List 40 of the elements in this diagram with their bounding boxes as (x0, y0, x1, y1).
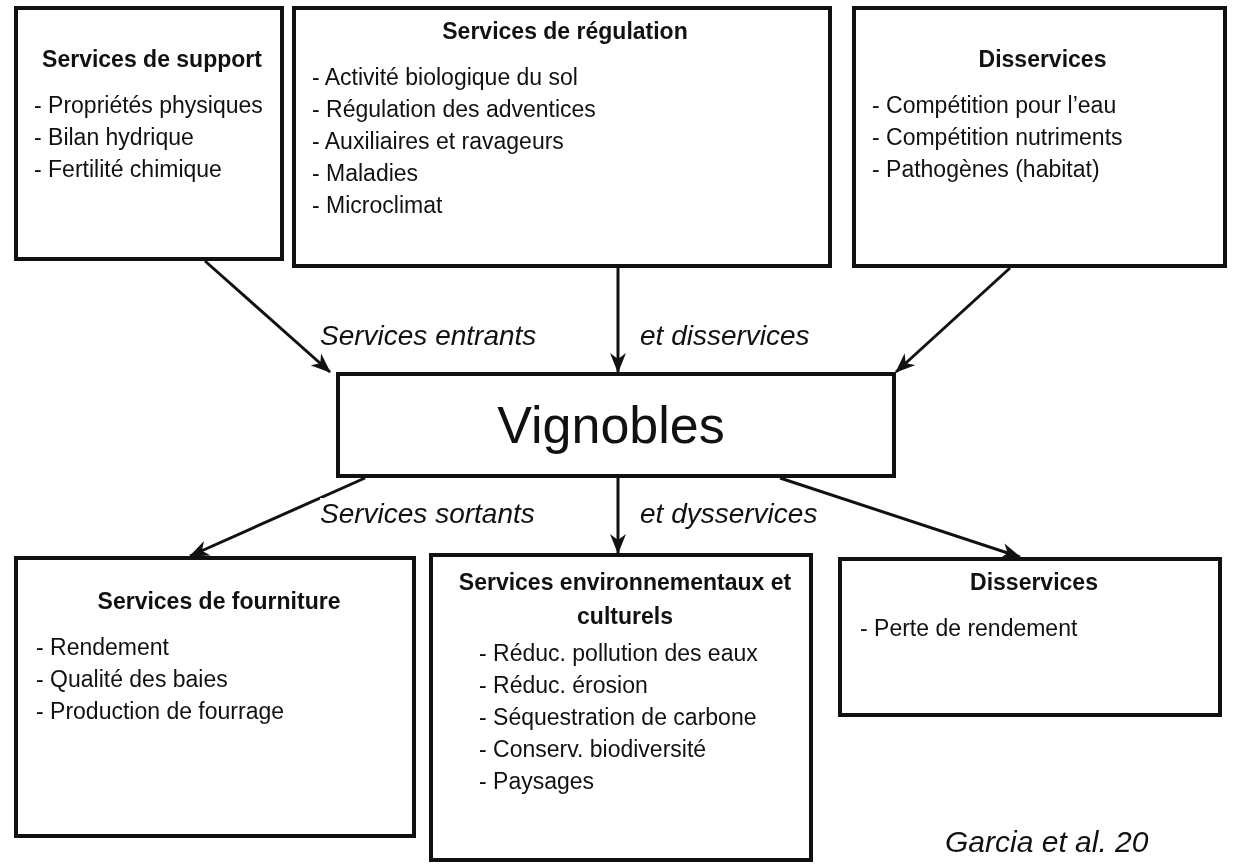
list-item: - Production de fourrage (36, 697, 286, 726)
list-item: - Maladies (312, 159, 420, 188)
category-box (292, 6, 832, 268)
arrow (895, 266, 1011, 374)
list-item: - Réduc. pollution des eaux (478, 639, 759, 668)
list-item: - Activité biologique du sol (312, 63, 579, 92)
list-item: - Compétition pour l’eau (872, 91, 1118, 120)
box-heading: Services environnementaux et culturels (457, 568, 793, 631)
list-item: - Rendement (36, 633, 170, 662)
box-heading: Services de fourniture (96, 588, 342, 615)
list-item: - Réduc. érosion (478, 671, 649, 700)
list-item: - Perte de rendement (860, 614, 1079, 643)
arrow (610, 268, 626, 373)
arrow (204, 259, 331, 374)
list-item: - Paysages (478, 767, 596, 796)
list-item: - Bilan hydrique (34, 123, 195, 152)
list-item: - Régulation des adventices (312, 95, 597, 124)
arrow (779, 476, 1021, 559)
list-item: - Qualité des baies (36, 665, 229, 694)
list-item: - Séquestration de carbone (478, 703, 758, 732)
list-item: - Conserv. biodiversité (478, 735, 708, 764)
box-title: Vignobles (497, 395, 725, 455)
list-item: - Compétition nutriments (872, 123, 1124, 152)
list-item: - Auxiliaires et ravageurs (312, 127, 565, 156)
list-item: - Propriétés physiques (34, 91, 264, 120)
box-heading: Services de régulation (441, 18, 689, 45)
list-item: - Pathogènes (habitat) (872, 155, 1101, 184)
arrow (610, 478, 626, 554)
box-heading: Services de support (41, 46, 263, 73)
category-box (14, 556, 416, 838)
box-heading: Disservices (969, 569, 1099, 596)
category-box (838, 557, 1222, 717)
category-box (14, 6, 284, 261)
arrow (189, 476, 366, 558)
central-box (336, 372, 896, 478)
category-box (852, 6, 1227, 268)
list-item: - Fertilité chimique (34, 155, 223, 184)
list-item: - Microclimat (312, 191, 444, 220)
box-heading: Disservices (977, 46, 1108, 73)
category-box (429, 553, 813, 862)
